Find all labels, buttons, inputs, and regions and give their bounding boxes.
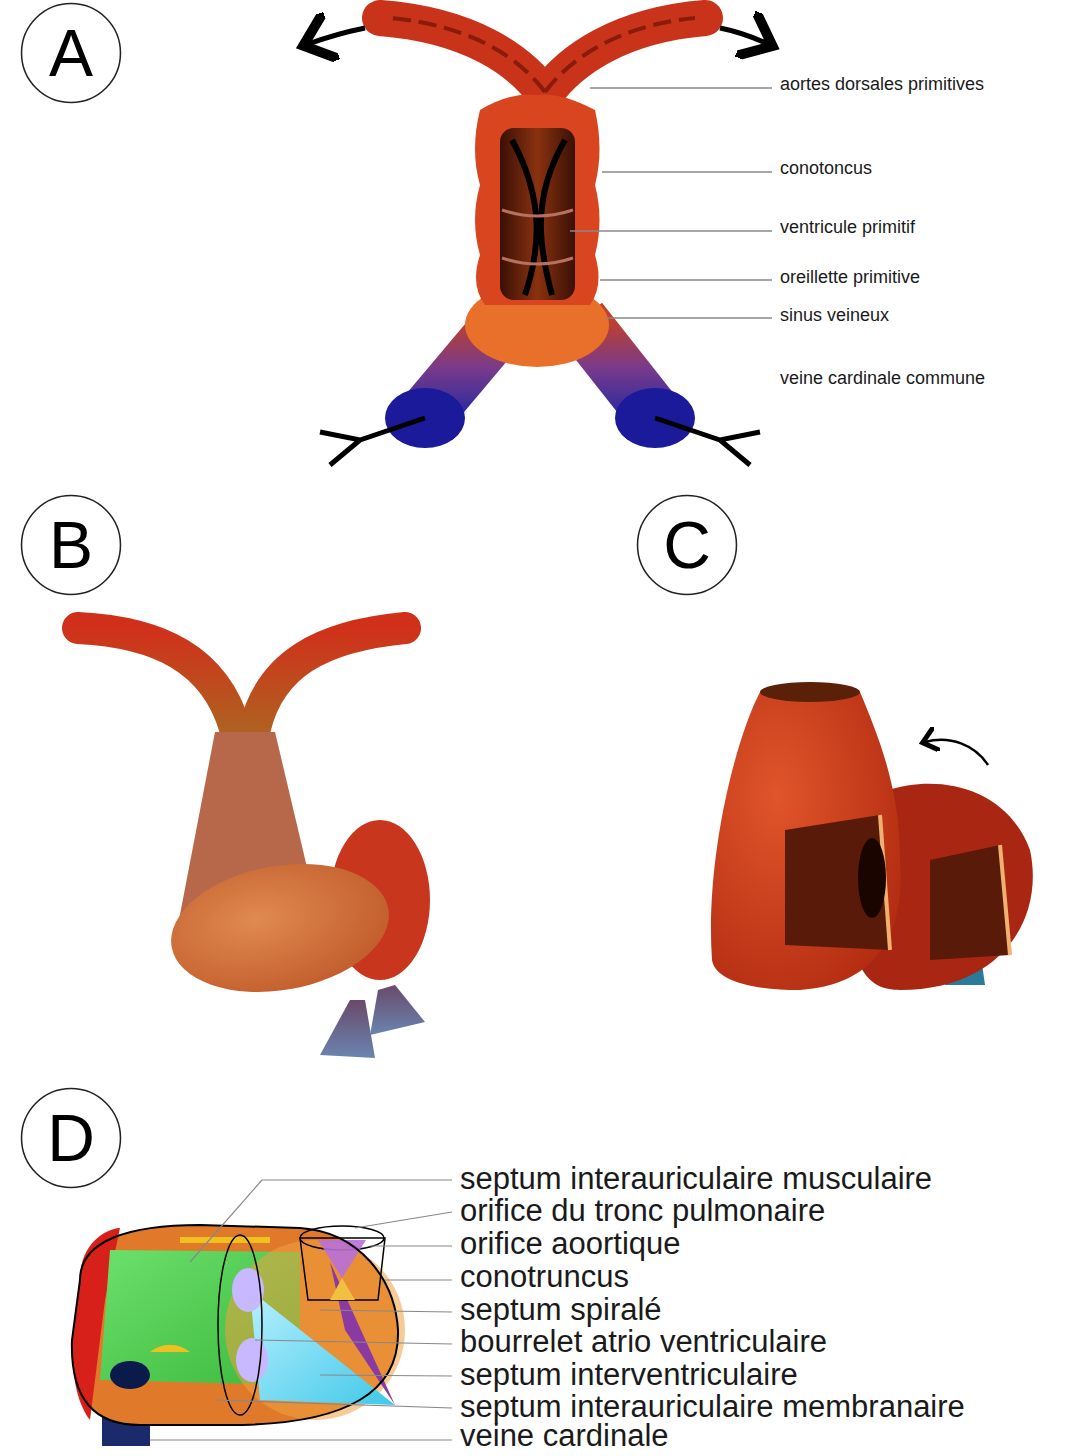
panel-letter: A	[20, 2, 122, 104]
part-label: septum interauriculaire musculaire	[460, 1163, 932, 1196]
part-label: conotruncus	[460, 1261, 629, 1294]
part-label: septum interauriculaire membranaire	[460, 1391, 965, 1424]
part-label: bourrelet atrio ventriculaire	[460, 1326, 827, 1359]
panel-letter-circle: A	[20, 2, 122, 104]
part-label: sinus veineux	[780, 306, 889, 325]
part-label: aortes dorsales primitives	[780, 75, 984, 94]
figure-b	[78, 628, 430, 1058]
part-label: oreillette primitive	[780, 268, 920, 287]
panel-letter-circle: B	[20, 494, 122, 596]
panel-letter: D	[20, 1087, 122, 1189]
part-label: ventricule primitif	[780, 218, 915, 237]
part-label: conotoncus	[780, 159, 872, 178]
part-label: septum interventriculaire	[460, 1359, 798, 1392]
part-label: veine cardinale commune	[780, 369, 985, 388]
panel-letter-circle: D	[20, 1087, 122, 1189]
part-label: orifice du tronc pulmonaire	[460, 1195, 825, 1228]
panel-letter: B	[20, 494, 122, 596]
figure-c	[711, 682, 1033, 990]
panel-letter-circle: C	[636, 494, 738, 596]
part-label: veine cardinale	[460, 1420, 669, 1453]
figure-d	[72, 1180, 452, 1446]
panel-letter: C	[636, 494, 738, 596]
figure-a	[308, 18, 772, 465]
part-label: septum spiralé	[460, 1294, 662, 1327]
part-label: orifice aoortique	[460, 1228, 681, 1261]
